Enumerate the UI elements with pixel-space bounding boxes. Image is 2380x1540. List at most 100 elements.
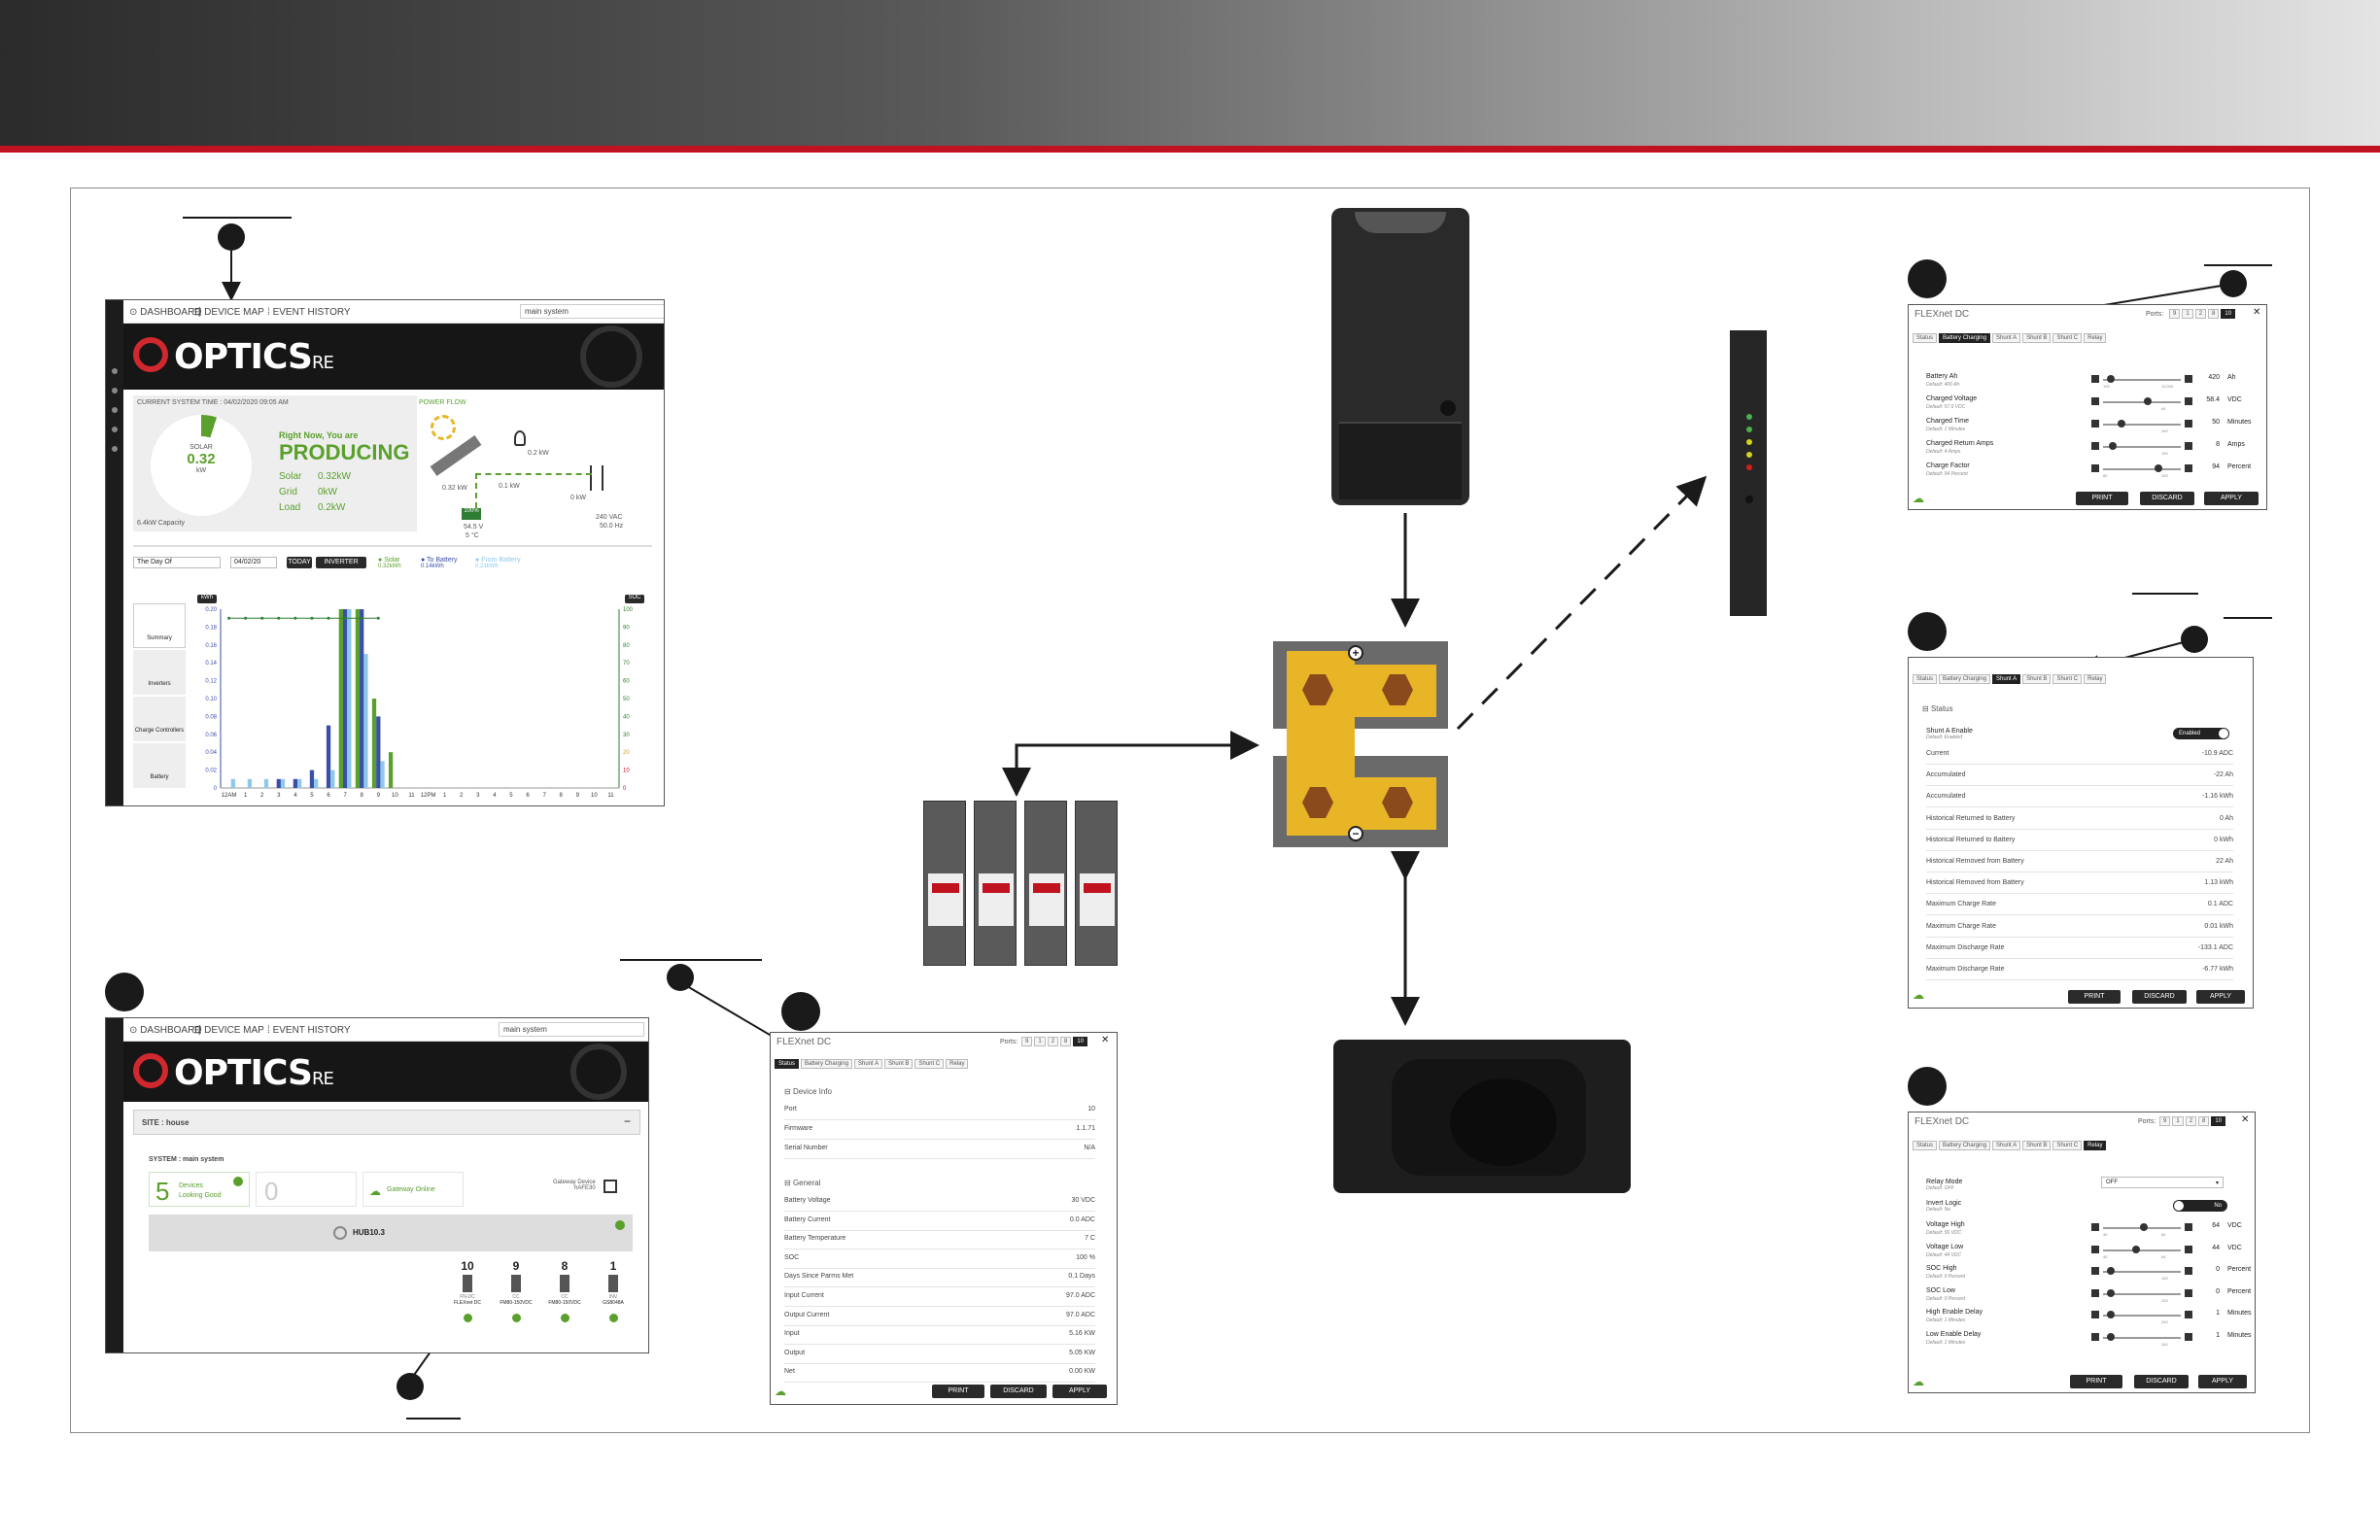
slider-knob[interactable] xyxy=(2140,1223,2148,1231)
setting-value[interactable]: 64 xyxy=(2212,1222,2220,1229)
tab-shunt-c[interactable]: Shunt C xyxy=(914,1059,945,1069)
port-btn[interactable]: 8 xyxy=(1060,1037,1072,1046)
apply-button[interactable]: APPLY xyxy=(1052,1385,1107,1398)
tab-shunt-b[interactable]: Shunt B xyxy=(884,1059,914,1069)
print-button[interactable]: PRINT xyxy=(2076,492,2128,505)
setting-value[interactable]: 8 xyxy=(2216,441,2220,448)
discard-button[interactable]: DISCARD xyxy=(2140,492,2194,505)
port-10[interactable]: 10 FN-DC FLEXnet DC xyxy=(446,1259,489,1322)
tab-status[interactable]: Status xyxy=(1913,674,1938,684)
system-select[interactable]: main system xyxy=(520,304,664,319)
setting-slider[interactable] xyxy=(2103,1292,2181,1295)
increment-button[interactable] xyxy=(2185,1311,2192,1318)
setting-slider[interactable] xyxy=(2103,1271,2181,1273)
hub-card[interactable]: HUB10.3 xyxy=(149,1215,633,1251)
decrement-button[interactable] xyxy=(2091,1288,2099,1297)
chart-right-unit[interactable]: SOC xyxy=(625,595,644,603)
close-icon[interactable]: ✕ xyxy=(2253,307,2261,318)
tab-shunt-c[interactable]: Shunt C xyxy=(2052,333,2083,343)
decrement-button[interactable] xyxy=(2091,442,2099,450)
slider-knob[interactable] xyxy=(2109,442,2118,450)
slider-knob[interactable] xyxy=(2155,464,2163,472)
nav-device-map[interactable]: ⇶ DEVICE MAP xyxy=(193,1025,264,1036)
setting-value[interactable]: 1 xyxy=(2216,1310,2220,1317)
port-btn[interactable]: 10 xyxy=(2211,1116,2226,1126)
port-1[interactable]: 1 INV GS8048A xyxy=(592,1259,635,1322)
increment-button[interactable] xyxy=(2185,464,2192,472)
slider-knob[interactable] xyxy=(2106,1267,2115,1275)
tab-status[interactable]: Status xyxy=(775,1059,800,1069)
tab-shunt-c[interactable]: Shunt C xyxy=(2052,1141,2083,1150)
relay-mode-select[interactable]: OFF▾ xyxy=(2101,1177,2224,1188)
port-btn[interactable]: 2 xyxy=(2185,1116,2197,1126)
tab-shunt-a[interactable]: Shunt A xyxy=(1992,1141,2021,1150)
setting-slider[interactable] xyxy=(2103,1315,2181,1317)
tab-status[interactable]: Status xyxy=(1913,333,1938,343)
tab-charge-controllers[interactable]: Charge Controllers xyxy=(133,697,186,741)
print-button[interactable]: PRINT xyxy=(2068,990,2121,1004)
decrement-button[interactable] xyxy=(2091,1245,2099,1253)
tab-shunt-b[interactable]: Shunt B xyxy=(2022,1141,2052,1150)
slider-knob[interactable] xyxy=(2106,1311,2115,1318)
nav-dashboard[interactable]: ⊙ DASHBOARD xyxy=(129,307,202,318)
setting-slider[interactable] xyxy=(2103,401,2181,403)
setting-slider[interactable] xyxy=(2103,1249,2181,1251)
port-btn[interactable]: 2 xyxy=(1047,1037,1059,1046)
increment-button[interactable] xyxy=(2185,442,2192,450)
port-btn[interactable]: 9 xyxy=(2159,1116,2171,1126)
increment-button[interactable] xyxy=(2185,1288,2192,1297)
tab-battery-charging[interactable]: Battery Charging xyxy=(1939,1141,1991,1150)
tab-shunt-b[interactable]: Shunt B xyxy=(2022,674,2052,684)
decrement-button[interactable] xyxy=(2091,1223,2099,1231)
setting-slider[interactable] xyxy=(2103,379,2181,381)
slider-knob[interactable] xyxy=(2143,397,2152,405)
tab-relay[interactable]: Relay xyxy=(946,1059,969,1069)
tab-summary[interactable]: Summary xyxy=(133,603,186,648)
setting-value[interactable]: 58.4 xyxy=(2206,396,2220,403)
port-8[interactable]: 8 CC FM80-150VDC xyxy=(543,1259,586,1322)
tab-battery-charging[interactable]: Battery Charging xyxy=(1939,333,1991,343)
port-btn[interactable]: 1 xyxy=(2172,1116,2184,1126)
setting-value[interactable]: 94 xyxy=(2212,463,2220,470)
port-btn[interactable]: 1 xyxy=(1034,1037,1046,1046)
decrement-button[interactable] xyxy=(2091,420,2099,428)
date-input[interactable]: 04/02/20 xyxy=(230,557,277,568)
setting-slider[interactable] xyxy=(2103,424,2181,426)
tab-shunt-a[interactable]: Shunt A xyxy=(1992,674,2021,684)
decrement-button[interactable] xyxy=(2091,375,2099,383)
invert-logic-toggle[interactable]: No xyxy=(2173,1200,2227,1212)
port-btn[interactable]: 9 xyxy=(2169,309,2181,319)
setting-slider[interactable] xyxy=(2103,468,2181,470)
range-select[interactable]: The Day Of xyxy=(133,557,221,568)
increment-button[interactable] xyxy=(2185,1332,2192,1341)
print-button[interactable]: PRINT xyxy=(2070,1375,2122,1388)
port-btn[interactable]: 2 xyxy=(2194,309,2207,319)
slider-knob[interactable] xyxy=(2132,1245,2141,1253)
print-button[interactable]: PRINT xyxy=(932,1385,984,1398)
decrement-button[interactable] xyxy=(2091,397,2099,405)
today-button[interactable]: TODAY xyxy=(287,557,312,568)
port-btn[interactable]: 8 xyxy=(2208,309,2220,319)
discard-button[interactable]: DISCARD xyxy=(990,1385,1047,1398)
port-btn[interactable]: 9 xyxy=(1021,1037,1033,1046)
tab-relay[interactable]: Relay xyxy=(2084,1141,2107,1150)
tab-shunt-a[interactable]: Shunt A xyxy=(1992,333,2021,343)
tab-shunt-b[interactable]: Shunt B xyxy=(2022,333,2052,343)
slider-knob[interactable] xyxy=(2118,420,2126,428)
tab-battery-charging[interactable]: Battery Charging xyxy=(801,1059,853,1069)
slider-knob[interactable] xyxy=(2106,1288,2115,1297)
increment-button[interactable] xyxy=(2185,375,2192,383)
shunt-enable-toggle[interactable]: Enabled xyxy=(2173,728,2229,739)
port-btn[interactable]: 8 xyxy=(2198,1116,2210,1126)
setting-value[interactable]: 420 xyxy=(2208,374,2220,381)
setting-value[interactable]: 0 xyxy=(2216,1266,2220,1273)
setting-value[interactable]: 1 xyxy=(2216,1331,2220,1339)
section-general[interactable]: ⊟ General xyxy=(784,1179,821,1187)
section-device-info[interactable]: ⊟ Device Info xyxy=(784,1087,832,1096)
setting-slider[interactable] xyxy=(2103,1336,2181,1339)
decrement-button[interactable] xyxy=(2091,1332,2099,1341)
tab-battery[interactable]: Battery xyxy=(133,743,186,788)
